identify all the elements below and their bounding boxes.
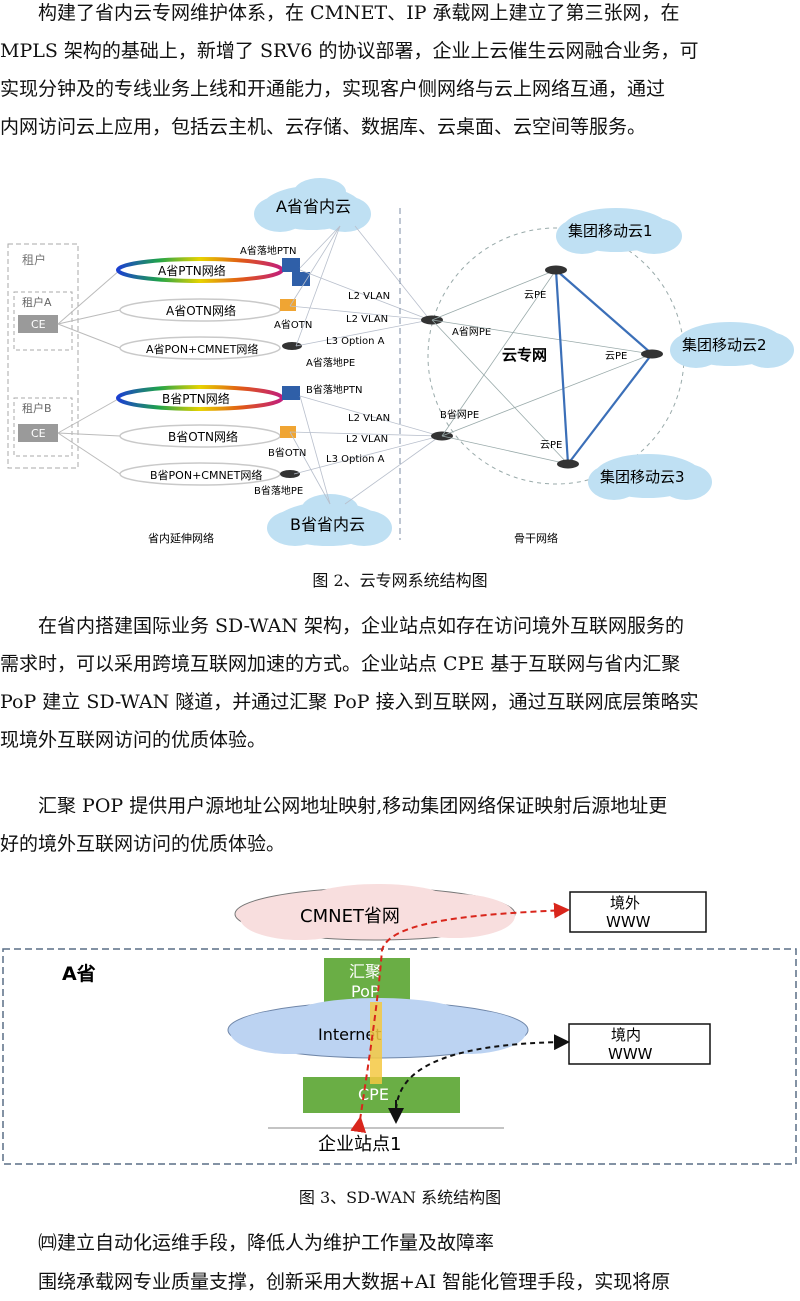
b-l3opt: L3 Option A <box>326 454 385 465</box>
cloud-a <box>254 178 371 232</box>
a-ptn-device <box>292 272 310 286</box>
a-local-pe-label: A省落地PE <box>306 356 355 369</box>
cpe-label: CPE <box>358 1085 389 1104</box>
cloud-links <box>289 225 441 505</box>
cloud-b-label: B省省内云 <box>290 515 365 534</box>
overseas-www: WWW <box>606 913 651 931</box>
heading-line: ㈣建立自动化运维手段，降低人为维护工作量及故障率 <box>38 1232 495 1254</box>
domestic-path-arrow <box>394 1034 570 1119</box>
text-line: PoP 建立 SD-WAN 隧道，并通过汇聚 PoP 接入到互联网，通过互联网底… <box>0 691 699 713</box>
cloud-pe-triangle <box>554 269 653 465</box>
tenant-label: 租户 <box>22 252 46 267</box>
text-line: 围绕承载网专业质量支撑，创新采用大数据+AI 智能化管理手段，实现将原 <box>38 1271 671 1293</box>
b-pon-label: B省PON+CMNET网络 <box>150 468 262 482</box>
b-ptn-label: B省PTN网络 <box>162 391 230 406</box>
site-label: 企业站点1 <box>318 1134 401 1155</box>
ce-a <box>18 315 58 333</box>
a-local-pe-router <box>282 342 302 350</box>
overseas-path-arrow <box>350 902 570 1134</box>
group-cloud-1 <box>556 208 682 254</box>
group-cloud-3 <box>588 454 712 500</box>
a-l3opt: L3 Option A <box>326 336 385 347</box>
a-pon-label: A省PON+CMNET网络 <box>146 342 258 356</box>
text-line: 好的境外互联网访问的优质体验。 <box>0 833 286 855</box>
group-cloud-2-label: 集团移动云2 <box>682 336 767 354</box>
b-l2vlan-2: L2 VLAN <box>346 434 388 445</box>
b-otn-label: B省OTN网络 <box>168 429 238 444</box>
overseas-label: 境外 <box>610 894 640 912</box>
tenant-a-label: 租户A <box>22 295 52 309</box>
tenant-b-label: 租户B <box>22 401 52 415</box>
tenant-box <box>7 243 79 469</box>
paragraph-3: 汇聚 POP 提供用户源地址公网地址映射,移动集团网络保证映射后源地址更 好的境… <box>0 787 800 863</box>
text-line: 内网访问云上应用，包括云主机、云存储、数据库、云桌面、云空间等服务。 <box>0 116 647 138</box>
ce-b <box>18 424 58 442</box>
a-net-pe-label: A省网PE <box>452 325 491 338</box>
domestic-www: WWW <box>608 1045 653 1063</box>
province-label: A省 <box>62 963 96 985</box>
a-otn-label: A省OTN网络 <box>166 303 236 318</box>
b-local-ptn-label: B省落地PTN <box>306 383 362 396</box>
cloud-pe-router-2 <box>641 349 663 359</box>
group-cloud-1-label: 集团移动云1 <box>568 222 653 240</box>
a-l2vlan-1: L2 VLAN <box>348 291 390 302</box>
ext-network-label: 省内延伸网络 <box>148 531 214 545</box>
sdwan-tunnel <box>370 1002 382 1084</box>
b-otn-node-label: B省OTN <box>268 446 306 459</box>
b-local-pe-router <box>280 470 300 478</box>
paragraph-1: 构建了省内云专网维护体系，在 CMNET、IP 承载网上建立了第三张网，在 MP… <box>0 0 800 146</box>
figure-3-caption: 图 3、SD-WAN 系统结构图 <box>298 1188 502 1207</box>
tenant-b-box <box>13 397 73 457</box>
a-pon-ring <box>119 336 281 360</box>
b-l2vlan-1: L2 VLAN <box>348 413 390 424</box>
paragraph-4: 围绕承载网专业质量支撑，创新采用大数据+AI 智能化管理手段，实现将原 <box>0 1263 800 1301</box>
a-otn-node-label: A省OTN <box>274 318 312 331</box>
cloud-pe-label-3: 云PE <box>540 440 562 451</box>
sdwan-diagram: CMNET省网 境外 WWW A省 汇聚 PoP Internet 境内 WWW… <box>2 884 797 1165</box>
text-line: 汇聚 POP 提供用户源地址公网地址映射,移动集团网络保证映射后源地址更 <box>38 795 668 817</box>
b-local-pe-label: B省落地PE <box>254 484 303 497</box>
a-otn-device <box>280 299 296 311</box>
cmnet-label: CMNET省网 <box>300 906 400 927</box>
domestic-www-box <box>568 1023 711 1065</box>
text-line: MPLS 架构的基础上，新增了 SRV6 的协议部署，企业上云催生云网融合业务，… <box>0 40 699 62</box>
a-l2vlan-2: L2 VLAN <box>346 314 388 325</box>
cloud-b <box>267 494 392 546</box>
b-ptn-device <box>282 386 300 400</box>
cloud-net-label: 云专网 <box>502 346 547 364</box>
backbone-links <box>431 269 653 465</box>
a-ptn-label: A省PTN网络 <box>158 263 226 278</box>
section-4-heading: ㈣建立自动化运维手段，降低人为维护工作量及故障率 <box>0 1224 800 1262</box>
text-line: 现境外互联网访问的优质体验。 <box>0 729 267 751</box>
cloud-pe-router-1 <box>545 265 567 275</box>
pop-label-1: 汇聚 <box>349 962 381 981</box>
text-line: 需求时，可以采用跨境互联网加速的方式。企业站点 CPE 基于互联网与省内汇聚 <box>0 653 681 675</box>
b-net-pe-label: B省网PE <box>440 408 479 421</box>
text-line: 在省内搭建国际业务 SD-WAN 架构，企业站点如存在访问境外互联网服务的 <box>38 615 684 637</box>
a-local-ptn-label: A省落地PTN <box>240 244 296 257</box>
backbone-label: 骨干网络 <box>514 531 558 545</box>
ce-links <box>57 269 121 475</box>
ce-a-label: CE <box>31 318 46 331</box>
cloud-a-label: A省省内云 <box>276 197 351 216</box>
cloud-pe-label-2: 云PE <box>605 351 627 362</box>
text-line: 构建了省内云专网维护体系，在 CMNET、IP 承载网上建立了第三张网，在 <box>38 2 680 24</box>
overseas-www-box <box>569 891 707 933</box>
text-line: 实现分钟及的专线业务上线和开通能力，实现客户侧网络与云上网络互通，通过 <box>0 78 666 100</box>
ce-b-label: CE <box>31 427 46 440</box>
domestic-label: 境内 <box>611 1026 641 1044</box>
cloud-network-diagram: 租户 租户A CE 租户B CE A省PTN网络 A省OTN网络 A省PON+C… <box>7 178 794 546</box>
paragraph-2: 在省内搭建国际业务 SD-WAN 架构，企业站点如存在访问境外互联网服务的 需求… <box>0 607 800 759</box>
cloud-pe-router-3 <box>557 459 579 469</box>
group-cloud-3-label: 集团移动云3 <box>600 468 685 486</box>
figure-2-caption: 图 2、云专网系统结构图 <box>312 571 488 590</box>
a-ptn-device <box>282 258 300 272</box>
group-cloud-2 <box>670 322 794 368</box>
cloud-pe-label-1: 云PE <box>524 290 546 301</box>
